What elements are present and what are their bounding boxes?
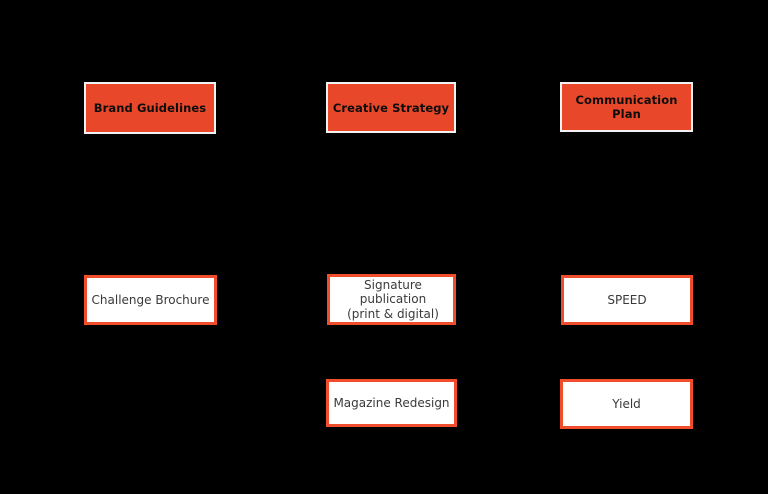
node-label: Magazine Redesign — [333, 395, 450, 410]
node-label: SPEED — [607, 292, 647, 307]
node-signature-publication[interactable]: Signature publication (print & digital) — [327, 274, 456, 325]
node-yield[interactable]: Yield — [560, 379, 693, 429]
node-speed[interactable]: SPEED — [561, 275, 693, 325]
node-creative-strategy[interactable]: Creative Strategy — [326, 82, 456, 133]
node-label: Communication Plan — [575, 93, 678, 121]
node-label: Signature publication (print & digital) — [347, 278, 439, 321]
node-magazine-redesign[interactable]: Magazine Redesign — [326, 379, 457, 427]
node-label: Creative Strategy — [332, 100, 450, 115]
node-label: Yield — [612, 396, 641, 411]
node-label: Challenge Brochure — [91, 292, 210, 307]
node-brand-guidelines[interactable]: Brand Guidelines — [84, 82, 216, 134]
node-communication-plan[interactable]: Communication Plan — [560, 82, 693, 132]
node-label: Brand Guidelines — [93, 101, 207, 115]
node-challenge-brochure[interactable]: Challenge Brochure — [84, 275, 217, 325]
